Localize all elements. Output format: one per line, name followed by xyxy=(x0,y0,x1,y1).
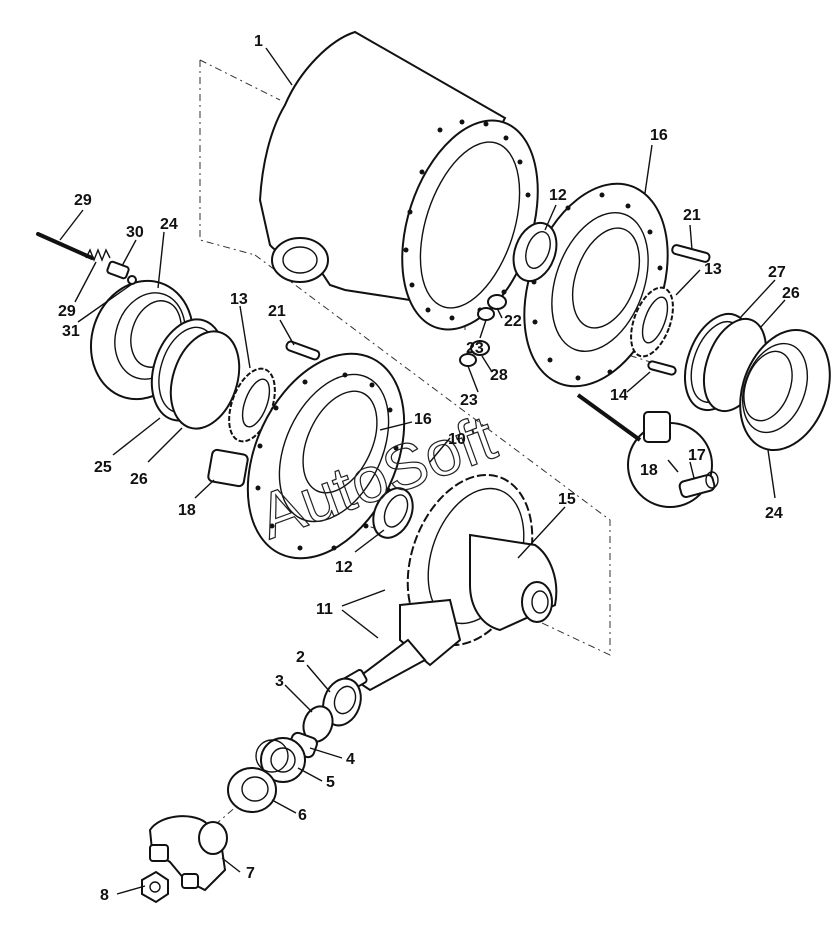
callout-8: 8 xyxy=(100,887,109,904)
callout-28: 29 xyxy=(58,303,76,320)
callout-21-right: 21 xyxy=(683,207,701,224)
callout-26-right: 27 xyxy=(768,264,786,281)
callout-26-left: 26 xyxy=(130,471,148,488)
oil-seal xyxy=(227,767,277,813)
callout-14: 14 xyxy=(610,387,628,404)
callout-12-upper: 12 xyxy=(549,187,567,204)
drive-yoke xyxy=(148,815,228,892)
callout-18-detail: 18 xyxy=(640,462,658,479)
callout-4: 4 xyxy=(346,751,355,768)
callout-1: 1 xyxy=(254,33,263,50)
end-cover-right xyxy=(739,328,831,452)
callout-3: 3 xyxy=(275,673,284,690)
callout-2: 2 xyxy=(296,649,305,666)
detail-bolt-and-seal xyxy=(576,393,719,508)
dowel-pin-right xyxy=(671,244,711,263)
callout-16-right: 16 xyxy=(650,127,668,144)
yoke-nut xyxy=(141,870,169,904)
bearing-cup-lower xyxy=(372,487,414,539)
callout-17: 17 xyxy=(688,447,706,464)
pin-14 xyxy=(647,360,677,376)
callout-6: 6 xyxy=(298,807,307,824)
callout-13-right: 13 xyxy=(704,261,722,278)
callout-16-left: 16 xyxy=(414,411,432,428)
callout-25-left: 25 xyxy=(94,459,112,476)
callout-23-lower: 23 xyxy=(460,392,478,409)
seal-rings-left xyxy=(150,318,241,430)
callout-29: 29 xyxy=(74,192,92,209)
callout-11: 11 xyxy=(316,601,333,618)
relief-valve-assembly xyxy=(36,232,137,285)
pinion-bearing-outer xyxy=(255,737,306,783)
pinion-bearing-inner xyxy=(322,677,362,727)
callout-21-left: 21 xyxy=(268,303,286,320)
callout-31: 31 xyxy=(62,323,80,340)
adjusting-ring-right xyxy=(630,286,674,358)
drive-pinion xyxy=(336,598,462,695)
seal-cylinder-left xyxy=(207,448,249,488)
callout-12-lower: 12 xyxy=(335,559,353,576)
callout-23-upper: 23 xyxy=(466,340,484,357)
callout-27: 28 xyxy=(490,367,508,384)
callout-leaders xyxy=(59,47,786,895)
callout-5: 5 xyxy=(326,774,335,791)
callout-24-right: 24 xyxy=(765,505,783,522)
callout-labels: 1 16 12 21 13 27 26 22 23 28 23 14 18 17… xyxy=(58,33,800,904)
dowel-pin-left xyxy=(285,340,321,361)
bearing-cup-upper xyxy=(512,221,558,283)
plug-and-washers xyxy=(459,294,507,367)
differential-case-with-crown-wheel xyxy=(406,473,558,647)
callout-18-left: 18 xyxy=(178,502,196,519)
callout-15: 15 xyxy=(558,491,576,508)
callout-22: 22 xyxy=(504,313,522,330)
callout-25-right: 26 xyxy=(782,285,800,302)
callout-7: 7 xyxy=(246,865,255,882)
bearing-carrier-left xyxy=(246,352,406,560)
differential-housing xyxy=(258,30,539,331)
callout-10: 10 xyxy=(448,431,466,448)
callout-13-left: 13 xyxy=(230,291,248,308)
callout-24-left: 24 xyxy=(160,216,178,233)
callout-30: 30 xyxy=(126,224,144,241)
